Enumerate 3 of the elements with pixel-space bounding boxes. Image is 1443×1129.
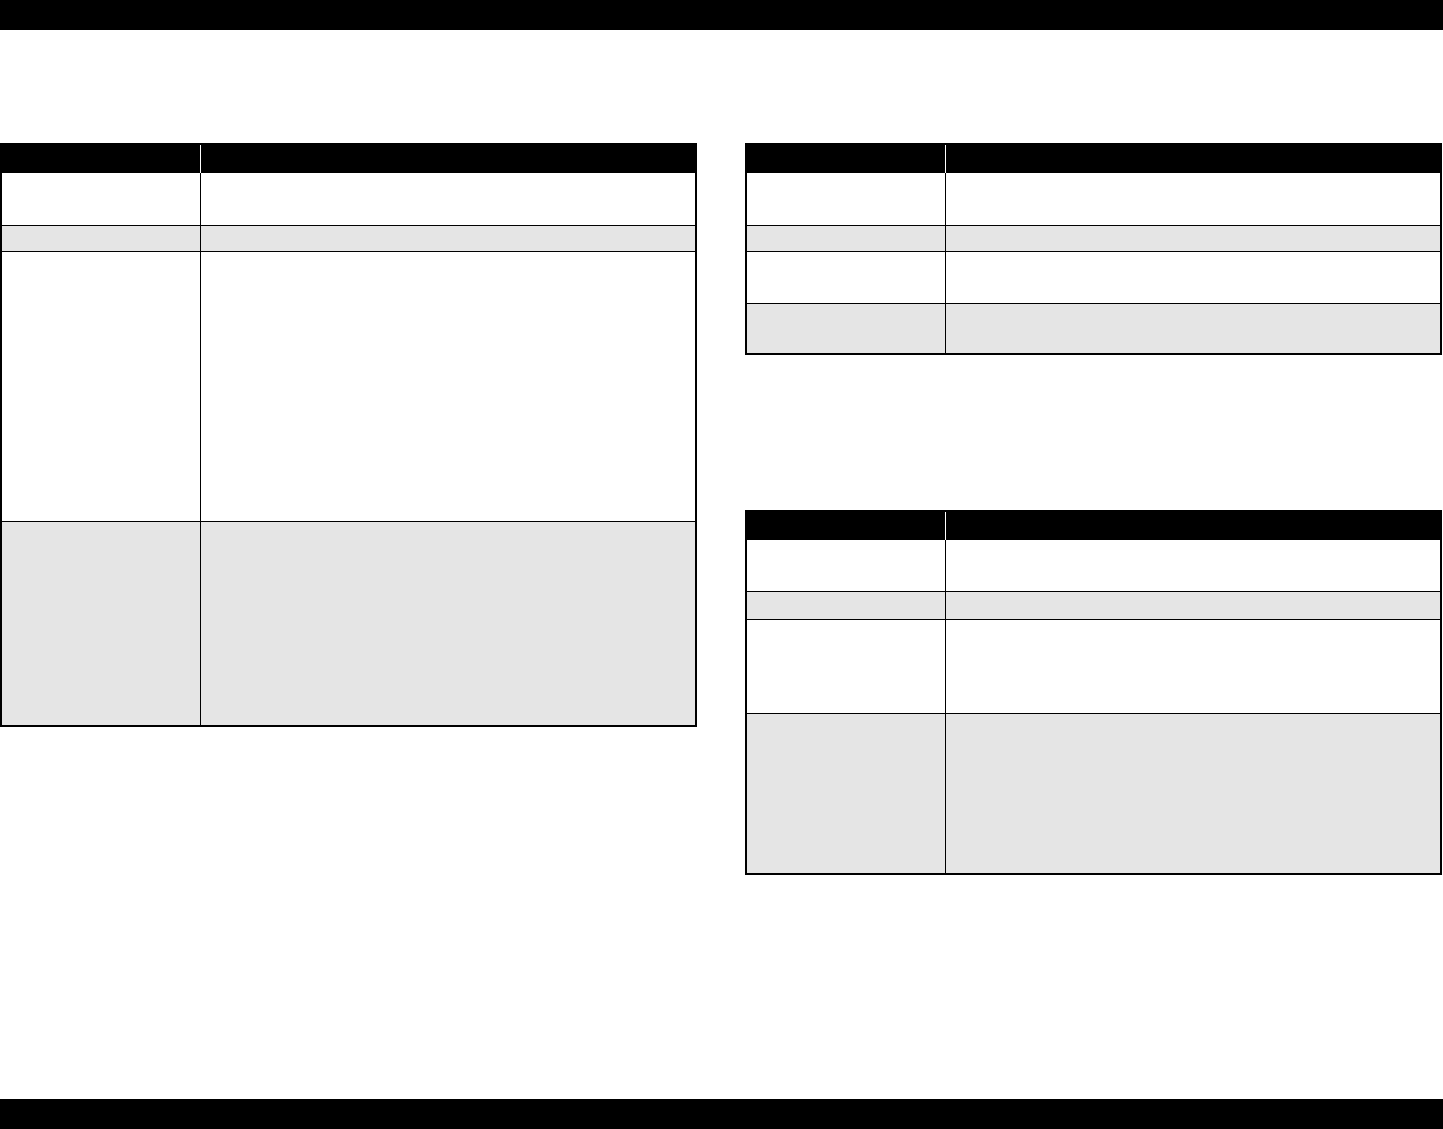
table — [745, 510, 1442, 875]
table — [745, 143, 1442, 355]
table — [0, 143, 697, 727]
